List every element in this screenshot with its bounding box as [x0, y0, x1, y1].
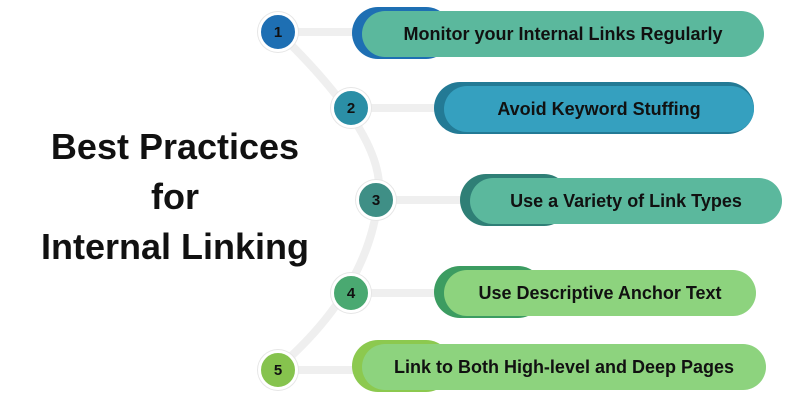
title-line-3: Internal Linking	[40, 226, 309, 267]
step-3-label: Use a Variety of Link Types	[470, 178, 782, 224]
title-line-2: for	[151, 176, 199, 217]
step-4-label: Use Descriptive Anchor Text	[444, 270, 756, 316]
title-line-1: Best Practices	[50, 126, 300, 167]
step-4-pill: Use Descriptive Anchor Text	[434, 266, 756, 318]
step-5-number-badge: 5	[258, 350, 298, 390]
step-2-number-badge: 2	[331, 88, 371, 128]
page-title: Best Practices for Internal Linking	[10, 122, 340, 272]
step-4-connector	[362, 289, 442, 297]
step-1-number-badge: 1	[258, 12, 298, 52]
step-3-connector	[388, 196, 468, 204]
step-2-pill: Avoid Keyword Stuffing	[434, 82, 754, 134]
step-3-pill: Use a Variety of Link Types	[460, 174, 782, 226]
step-5-pill: Link to Both High-level and Deep Pages	[352, 340, 766, 392]
step-1-pill: Monitor your Internal Links Regularly	[352, 7, 764, 59]
step-2-connector	[362, 104, 442, 112]
step-5-connector	[290, 366, 360, 374]
step-2-label: Avoid Keyword Stuffing	[444, 86, 754, 132]
step-3-number-badge: 3	[356, 180, 396, 220]
step-5-label: Link to Both High-level and Deep Pages	[362, 344, 766, 390]
step-1-label: Monitor your Internal Links Regularly	[362, 11, 764, 57]
step-4-number-badge: 4	[331, 273, 371, 313]
step-1-connector	[290, 28, 360, 36]
